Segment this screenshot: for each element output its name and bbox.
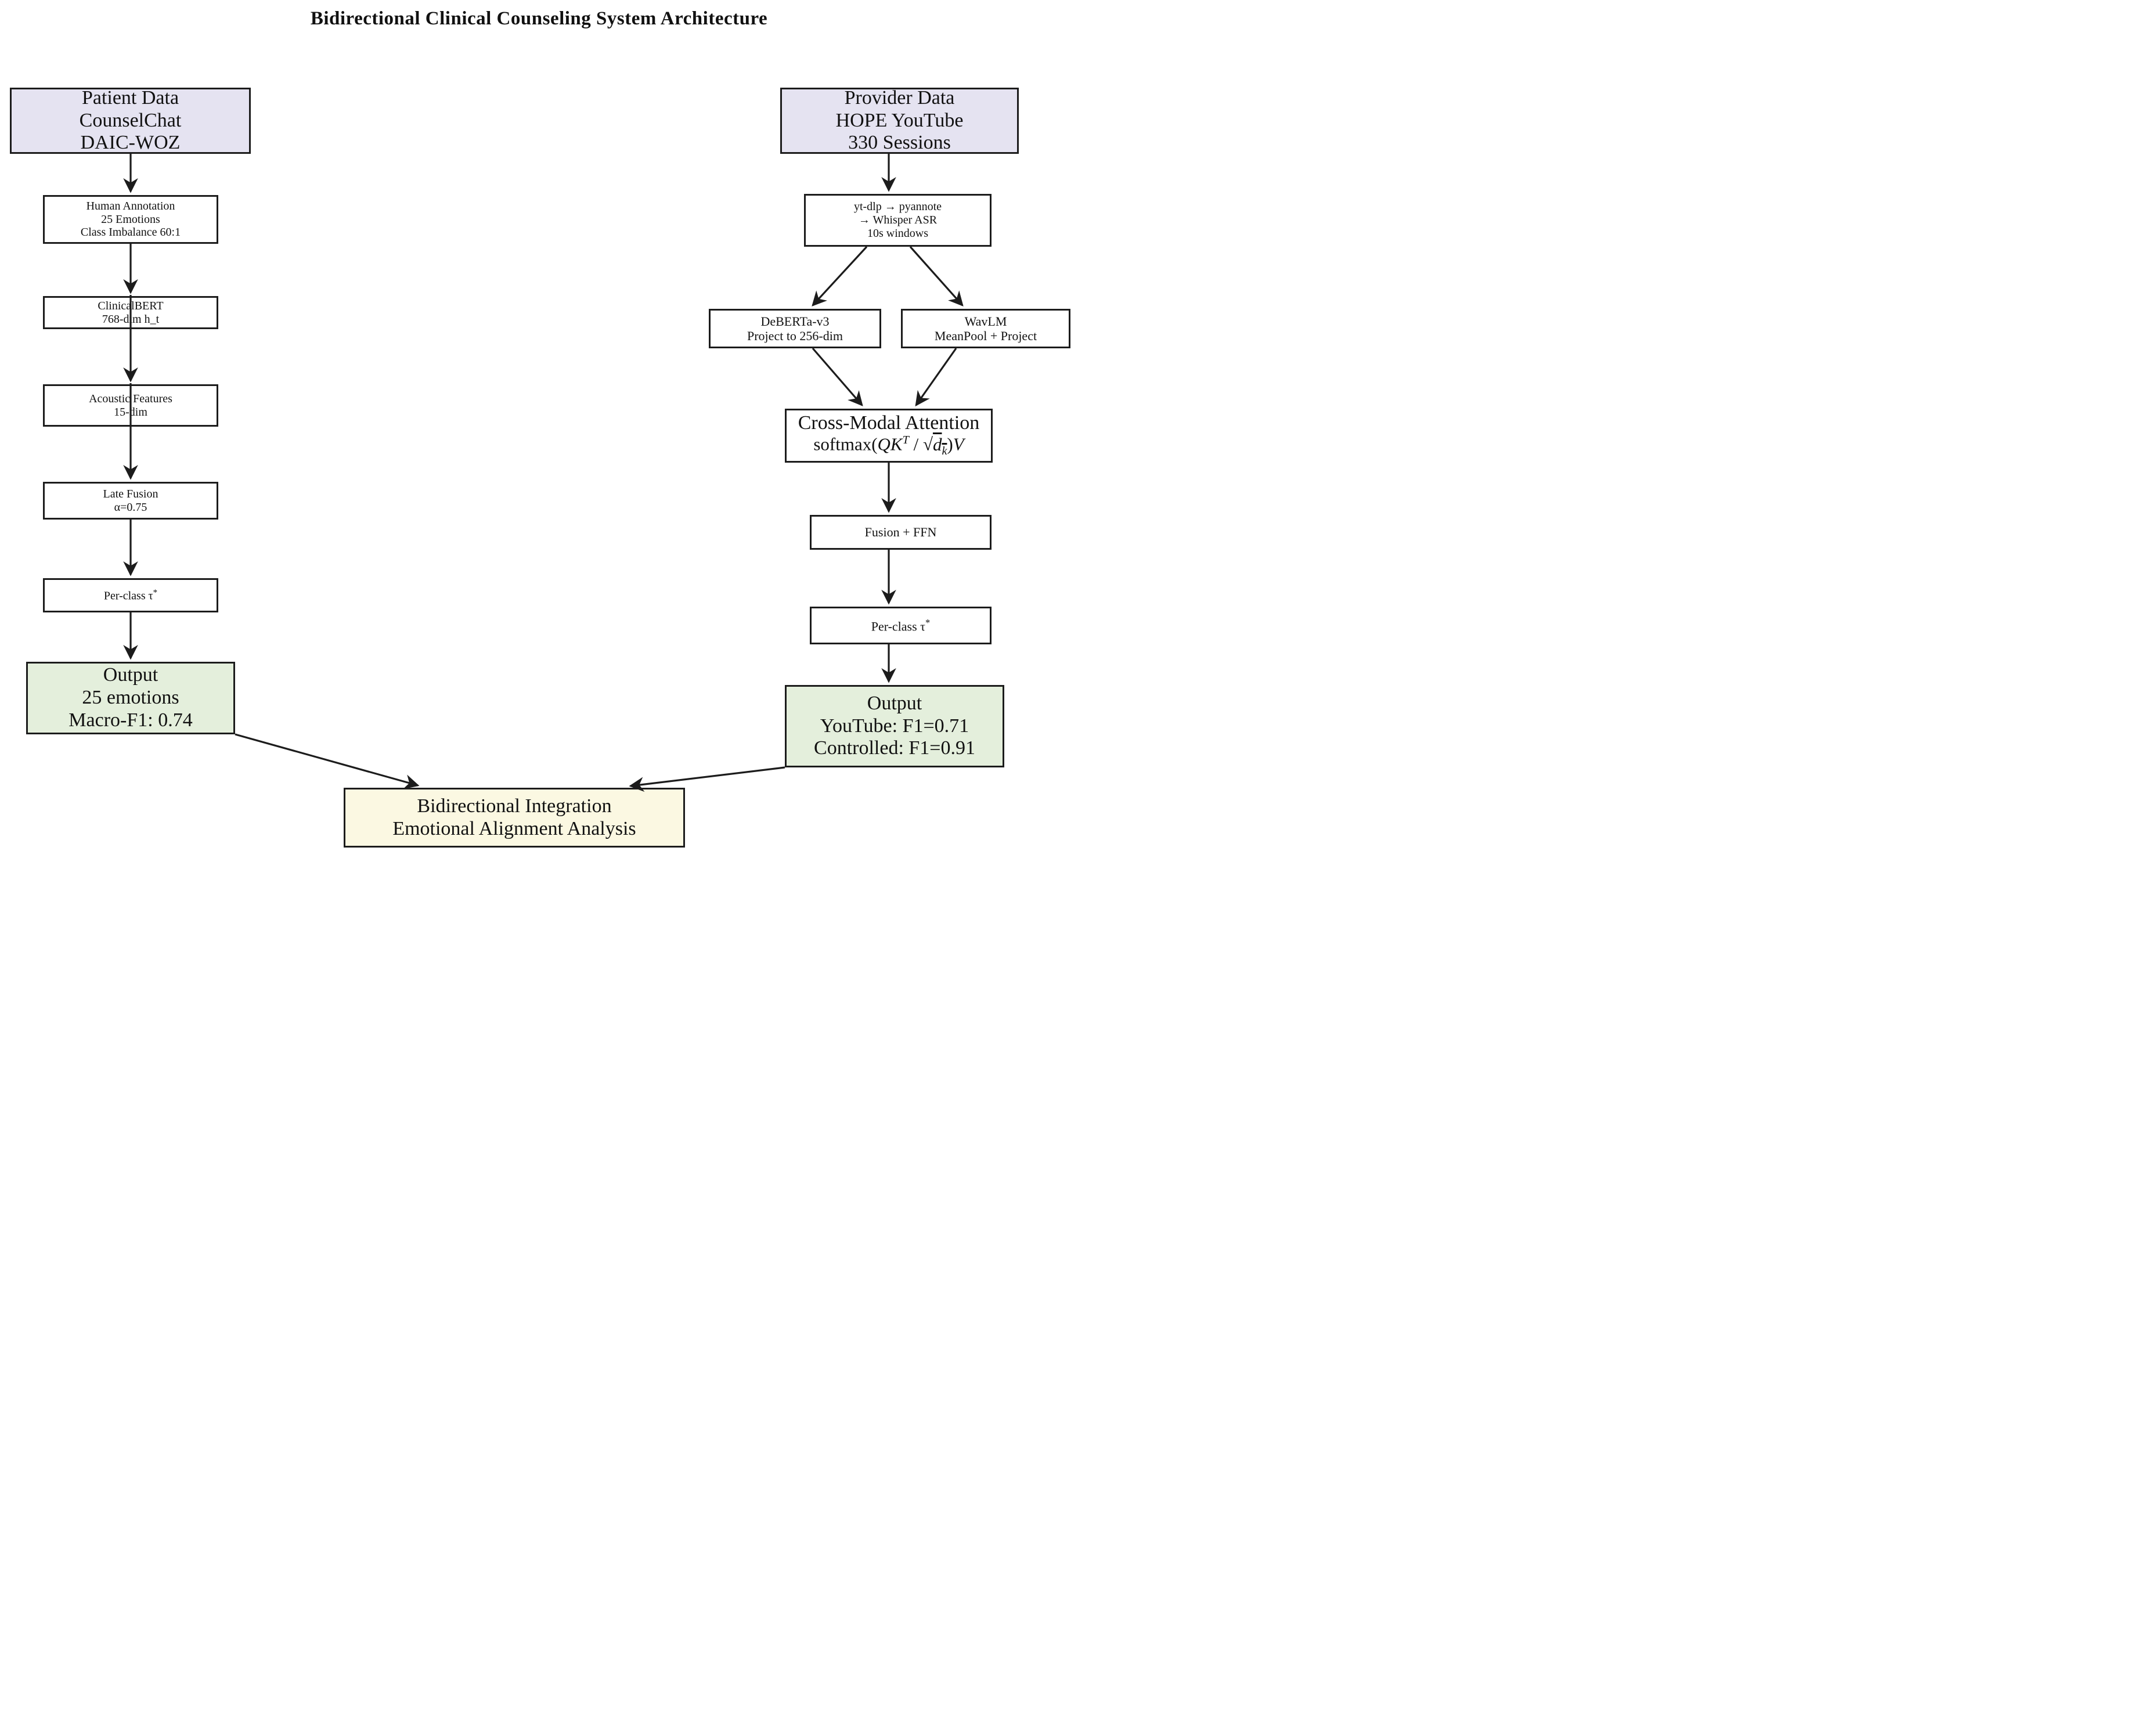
node-text-line: Provider Data <box>844 86 955 109</box>
node-text-line: Emotional Alignment Analysis <box>392 817 636 839</box>
edge-output-left-to-integration <box>235 733 420 789</box>
node-bidirectional-integration: Bidirectional Integration Emotional Alig… <box>344 788 685 848</box>
per-class-sup: * <box>925 616 931 628</box>
node-text-line: → Whisper ASR <box>858 214 938 227</box>
formula-fn: softmax( <box>813 434 878 455</box>
formula-v: V <box>953 434 964 455</box>
edge-pipeline-to-wavlm <box>909 246 964 307</box>
node-text-line: 25 Emotions <box>101 212 160 226</box>
node-text-line: Human Annotation <box>86 199 175 212</box>
diagram-title: Bidirectional Clinical Counseling System… <box>310 8 768 29</box>
node-text-line: YouTube: F1=0.71 <box>820 715 969 737</box>
edge-deberta-to-crossmodal <box>812 347 863 406</box>
edge-wavlm-to-crossmodal <box>915 348 957 407</box>
node-text-line: 10s windows <box>867 226 928 240</box>
per-class-sup: * <box>153 587 158 597</box>
node-text-line: Output <box>103 664 158 686</box>
node-acoustic-features: Acoustic Features 15-dim <box>43 384 218 427</box>
formula-transpose: T <box>902 434 909 447</box>
formula-slash: / <box>908 434 923 455</box>
node-text-line: Per-class τ* <box>871 616 931 634</box>
edge-pipeline-to-deberta <box>812 246 868 307</box>
node-text-line: CounselChat <box>79 109 182 131</box>
node-text-line: Bidirectional Integration <box>417 795 612 817</box>
node-text-line: 768-dim h_t <box>102 312 160 326</box>
node-text-line: Macro-F1: 0.74 <box>68 709 193 731</box>
node-human-annotation: Human Annotation 25 Emotions Class Imbal… <box>43 195 218 244</box>
node-per-class-threshold-right: Per-class τ* <box>810 607 992 644</box>
node-fusion-ffn: Fusion + FFN <box>810 515 992 550</box>
per-class-label: Per-class τ <box>871 619 926 634</box>
node-cross-modal-attention: Cross-Modal Attention softmax(QKT / √dk)… <box>785 409 993 463</box>
per-class-label: Per-class τ <box>103 589 153 603</box>
node-late-fusion: Late Fusion α=0.75 <box>43 482 218 520</box>
node-text-line: Controlled: F1=0.91 <box>814 737 975 759</box>
node-text-line: Late Fusion <box>103 487 158 500</box>
formula-radical: √ <box>922 434 933 455</box>
node-text-line: ClinicalBERT <box>98 299 164 312</box>
node-text-line: Class Imbalance 60:1 <box>80 226 181 239</box>
node-text-line: Acoustic Features <box>89 392 172 405</box>
node-output-left: Output 25 emotions Macro-F1: 0.74 <box>26 662 235 734</box>
architecture-diagram: Bidirectional Clinical Counseling System… <box>0 0 1078 854</box>
node-text-line: 15-dim <box>114 405 147 419</box>
node-wavlm: WavLM MeanPool + Project <box>901 309 1070 348</box>
node-text-line: DeBERTa-v3 <box>760 313 830 329</box>
cross-modal-title: Cross-Modal Attention <box>798 412 980 434</box>
node-text-line: 25 emotions <box>82 687 179 709</box>
node-per-class-threshold-left: Per-class τ* <box>43 578 218 612</box>
node-audio-pipeline: yt-dlp → pyannote → Whisper ASR 10s wind… <box>804 194 992 247</box>
node-text-line: yt-dlp → pyannote <box>853 200 942 214</box>
formula-qk: QK <box>877 434 903 455</box>
node-text-line: Project to 256-dim <box>747 329 843 343</box>
formula-d-sub: k <box>942 445 947 457</box>
node-output-right: Output YouTube: F1=0.71 Controlled: F1=0… <box>785 685 1004 767</box>
node-text-line: 330 Sessions <box>848 132 951 154</box>
formula-d: d <box>932 434 942 455</box>
node-text-line: MeanPool + Project <box>934 329 1037 343</box>
node-text-line: HOPE YouTube <box>835 109 964 131</box>
node-text-line: Patient Data <box>81 86 179 109</box>
formula-radicand: dk <box>932 434 947 457</box>
node-text-line: WavLM <box>964 313 1007 329</box>
node-text-line: α=0.75 <box>114 500 147 514</box>
node-patient-data: Patient Data CounselChat DAIC-WOZ <box>10 86 251 154</box>
edge-output-right-to-integration <box>629 766 785 792</box>
node-text-line: Fusion + FFN <box>864 525 937 540</box>
node-deberta: DeBERTa-v3 Project to 256-dim <box>709 309 881 348</box>
attention-formula: softmax(QKT / √dk)V <box>813 433 964 459</box>
node-clinicalbert: ClinicalBERT 768-dim h_t <box>43 296 218 329</box>
node-text-line: DAIC-WOZ <box>80 132 181 154</box>
node-provider-data: Provider Data HOPE YouTube 330 Sessions <box>780 86 1019 154</box>
node-text-line: Output <box>867 692 922 714</box>
formula-close-paren: ) <box>947 434 953 455</box>
node-text-line: Per-class τ* <box>104 588 157 603</box>
